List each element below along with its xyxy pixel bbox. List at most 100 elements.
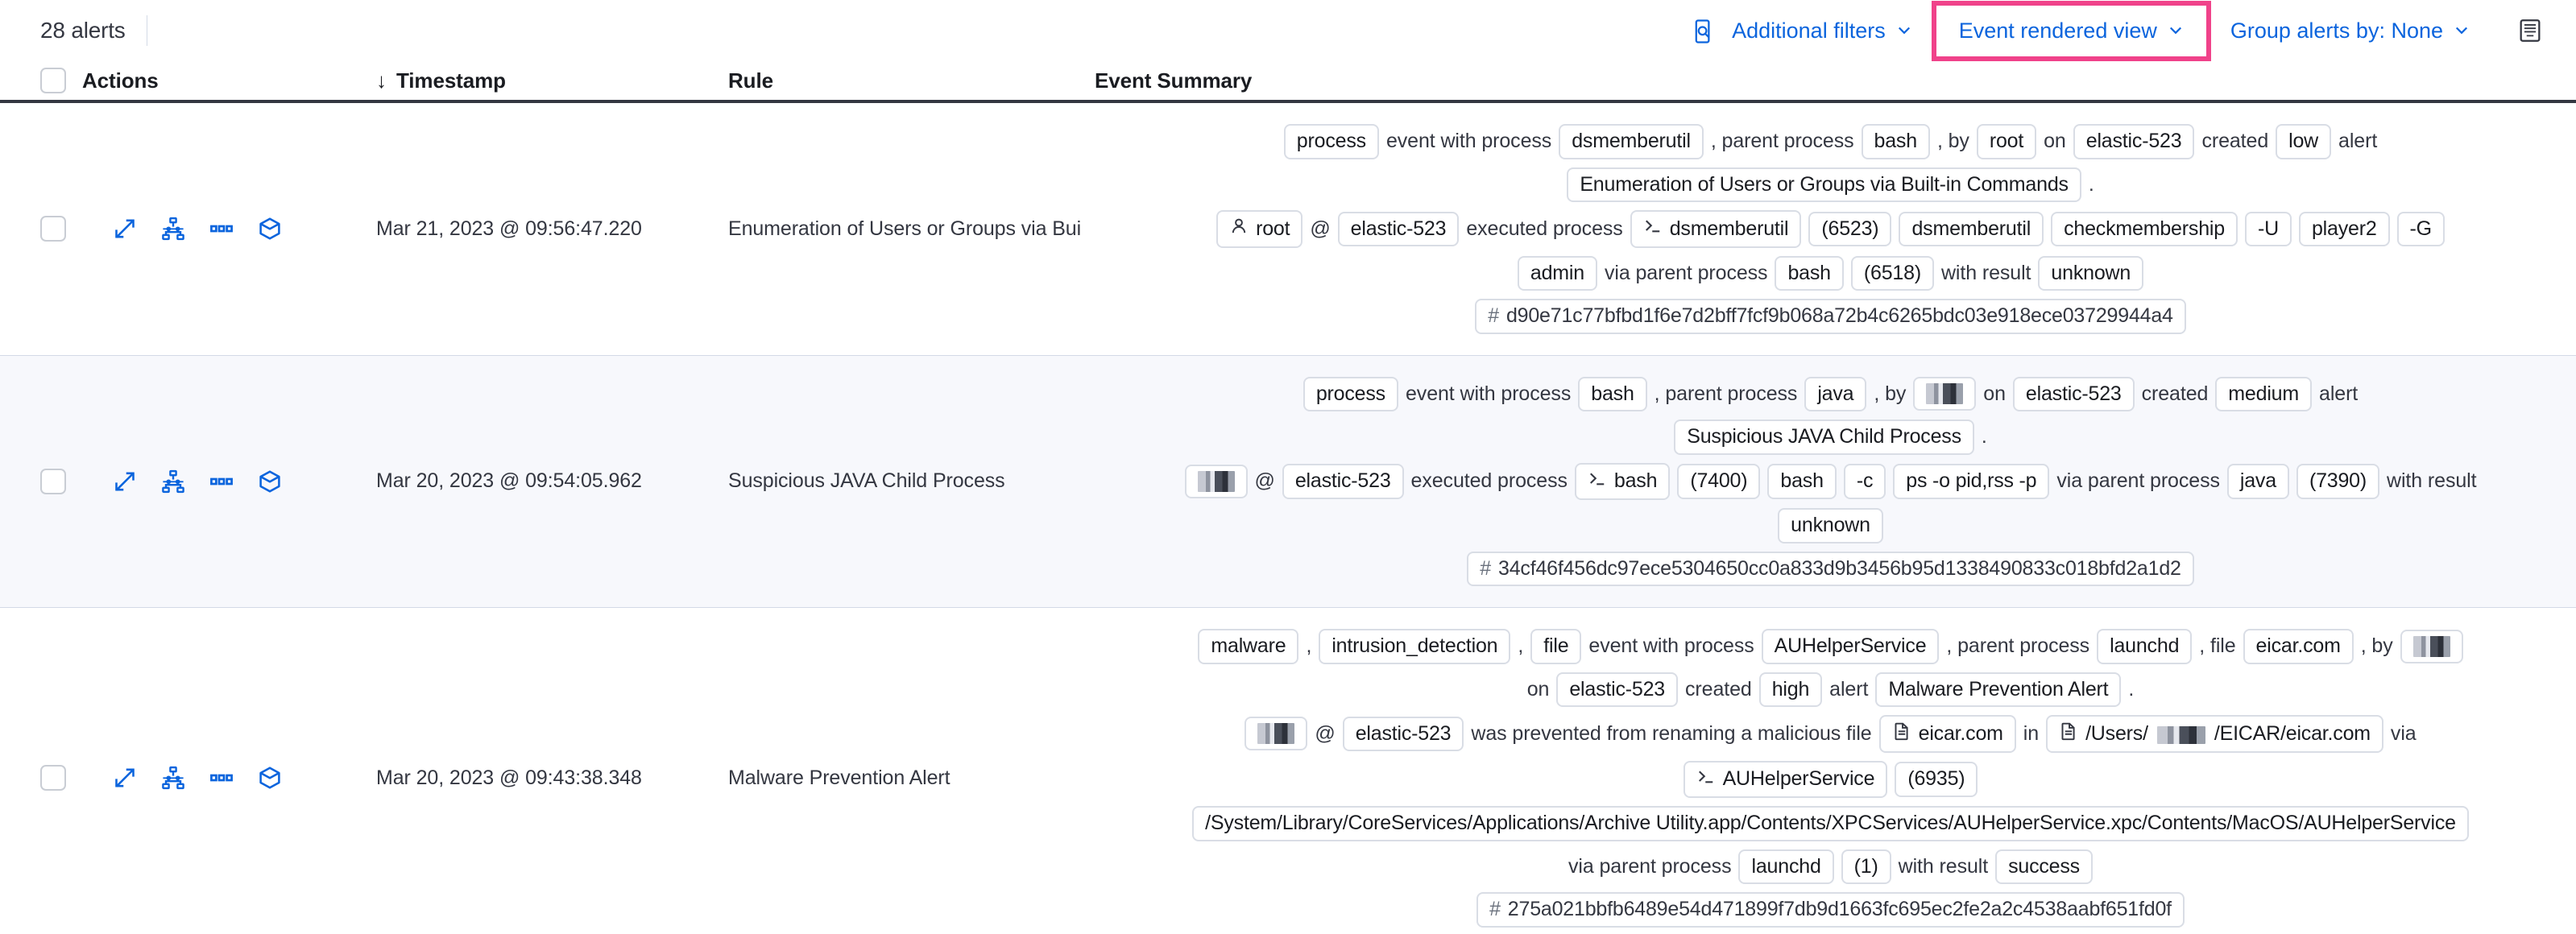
- value-pill[interactable]: unknown: [1778, 508, 1883, 543]
- row-rule-name[interactable]: Suspicious JAVA Child Process: [728, 469, 1005, 493]
- value-pill[interactable]: high: [1758, 672, 1823, 707]
- event-rendered-view-button[interactable]: Event rendered view: [1944, 10, 2198, 52]
- value-pill[interactable]: Suspicious JAVA Child Process: [1674, 419, 1974, 455]
- row-rule-name[interactable]: Enumeration of Users or Groups via Bui: [728, 217, 1082, 240]
- value-pill[interactable]: intrusion_detection: [1319, 629, 1511, 664]
- value-pill[interactable]: bash: [1578, 376, 1647, 411]
- group-alerts-by-button[interactable]: Group alerts by: None: [2216, 10, 2484, 52]
- document-search-icon[interactable]: [1690, 18, 1717, 45]
- summary-text: alert: [2319, 382, 2359, 405]
- value-pill[interactable]: bash: [1861, 124, 1930, 159]
- value-pill[interactable]: dsmemberutil: [1559, 124, 1704, 159]
- value-pill[interactable]: (6935): [1895, 762, 1978, 797]
- column-header-actions[interactable]: Actions: [82, 68, 159, 93]
- row-select-checkbox[interactable]: [40, 216, 66, 242]
- value-pill[interactable]: process: [1302, 376, 1398, 411]
- more-actions-icon[interactable]: [209, 766, 234, 790]
- session-view-icon[interactable]: [258, 217, 282, 241]
- value-pill[interactable]: low: [2276, 124, 2332, 159]
- more-actions-icon[interactable]: [209, 217, 234, 241]
- row-select-checkbox[interactable]: [40, 468, 66, 494]
- analyze-event-icon[interactable]: [161, 766, 185, 790]
- pill-label: high: [1771, 677, 1810, 700]
- value-pill[interactable]: -G: [2396, 211, 2445, 246]
- summary-text: created: [2141, 382, 2209, 405]
- value-pill[interactable]: (6523): [1808, 211, 1892, 246]
- value-pill[interactable]: elastic-523: [1556, 672, 1679, 707]
- chevron-down-icon: [1896, 22, 1912, 41]
- summary-text: executed process: [1410, 469, 1568, 492]
- value-pill[interactable]: [1245, 717, 1308, 751]
- analyze-event-icon[interactable]: [161, 217, 185, 241]
- expand-icon[interactable]: [113, 766, 137, 790]
- value-pill[interactable]: unknown: [2038, 255, 2144, 291]
- value-pill[interactable]: /Users//EICAR/eicar.com: [2046, 715, 2383, 753]
- value-pill[interactable]: elastic-523: [1342, 716, 1464, 751]
- keyboard-shortcut-icon[interactable]: [2516, 17, 2544, 44]
- value-pill[interactable]: [1913, 377, 1977, 411]
- expand-icon[interactable]: [113, 217, 137, 241]
- value-pill[interactable]: java: [1804, 376, 1867, 411]
- value-pill[interactable]: java: [2226, 464, 2289, 499]
- value-pill[interactable]: (6518): [1850, 255, 1934, 291]
- value-pill[interactable]: launchd: [1738, 849, 1834, 884]
- hash-pill[interactable]: #275a021bbfb6489e54d471899f7db9d1663fc69…: [1476, 892, 2185, 928]
- value-pill[interactable]: bash: [1775, 255, 1844, 291]
- value-pill[interactable]: Malware Prevention Alert: [1875, 672, 2122, 707]
- value-pill[interactable]: [2400, 629, 2463, 663]
- value-pill[interactable]: process: [1283, 124, 1379, 159]
- value-pill[interactable]: AUHelperService: [1683, 760, 1888, 798]
- value-pill[interactable]: root: [1976, 124, 2037, 159]
- row-select-checkbox[interactable]: [40, 765, 66, 791]
- select-all-checkbox[interactable]: [40, 68, 66, 93]
- value-pill[interactable]: player2: [2298, 211, 2390, 246]
- value-pill[interactable]: Enumeration of Users or Groups via Built…: [1567, 167, 2081, 202]
- value-pill[interactable]: file: [1530, 629, 1582, 664]
- analyze-event-icon[interactable]: [161, 469, 185, 494]
- value-pill[interactable]: elastic-523: [1282, 464, 1404, 499]
- hash-pill[interactable]: #d90e71c77bfbd1f6e7d2bff7fcf9b068a72b4c6…: [1475, 299, 2186, 334]
- value-pill[interactable]: /System/Library/CoreServices/Application…: [1192, 806, 2469, 841]
- value-pill[interactable]: elastic-523: [2012, 376, 2135, 411]
- column-header-event-summary[interactable]: Event Summary: [1095, 68, 1253, 93]
- value-pill[interactable]: launchd: [2097, 629, 2193, 664]
- more-actions-icon[interactable]: [209, 469, 234, 494]
- column-header-timestamp[interactable]: ↓ Timestamp: [376, 68, 728, 93]
- value-pill[interactable]: success: [1995, 849, 2093, 884]
- value-pill[interactable]: eicar.com: [2243, 629, 2354, 664]
- hash-value: 34cf46f456dc97ece5304650cc0a833d9b3456b9…: [1497, 556, 2181, 580]
- value-pill[interactable]: dsmemberutil: [1630, 210, 1802, 248]
- value-pill[interactable]: [1184, 464, 1248, 498]
- additional-filters-button[interactable]: Additional filters: [1717, 10, 1927, 52]
- value-pill[interactable]: root: [1216, 210, 1303, 248]
- expand-icon[interactable]: [113, 469, 137, 494]
- value-pill[interactable]: medium: [2215, 376, 2313, 411]
- value-pill[interactable]: elastic-523: [1337, 211, 1460, 246]
- value-pill[interactable]: elastic-523: [2073, 124, 2195, 159]
- value-pill[interactable]: ps -o pid,rss -p: [1893, 464, 2050, 499]
- value-pill[interactable]: bash: [1574, 462, 1671, 500]
- value-pill[interactable]: (7390): [2296, 464, 2380, 499]
- value-pill[interactable]: dsmemberutil: [1899, 211, 2044, 246]
- select-all-cell: [40, 68, 82, 93]
- value-pill[interactable]: checkmembership: [2051, 211, 2238, 246]
- session-view-icon[interactable]: [258, 766, 282, 790]
- value-pill[interactable]: eicar.com: [1878, 715, 2016, 753]
- value-pill[interactable]: malware: [1198, 629, 1299, 664]
- value-pill[interactable]: (7400): [1677, 464, 1761, 499]
- row-rule-name[interactable]: Malware Prevention Alert: [728, 766, 950, 789]
- value-pill[interactable]: admin: [1517, 255, 1597, 291]
- column-header-timestamp-label: Timestamp: [396, 68, 506, 93]
- value-pill[interactable]: -c: [1843, 464, 1886, 499]
- column-header-rule[interactable]: Rule: [728, 68, 773, 93]
- value-pill[interactable]: -U: [2244, 211, 2292, 246]
- hash-pill[interactable]: #34cf46f456dc97ece5304650cc0a833d9b3456b…: [1467, 551, 2194, 586]
- value-pill[interactable]: (1): [1841, 849, 1891, 884]
- value-pill[interactable]: AUHelperService: [1761, 629, 1940, 664]
- session-view-icon[interactable]: [258, 469, 282, 494]
- value-pill[interactable]: bash: [1767, 464, 1837, 499]
